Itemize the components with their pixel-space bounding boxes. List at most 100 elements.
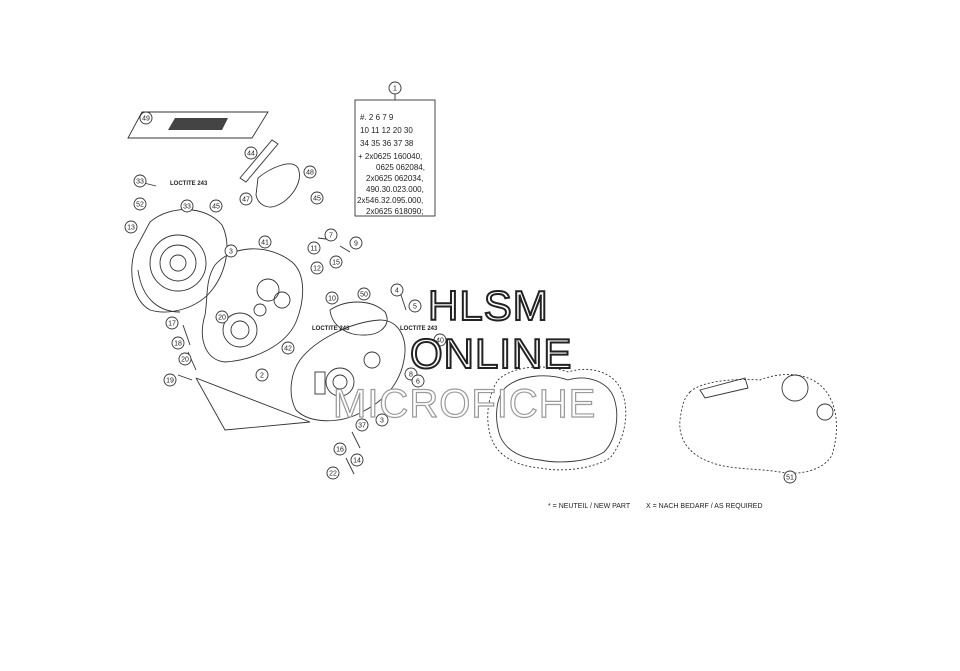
svg-text:18: 18 <box>174 341 182 348</box>
svg-text:#. 2 6 7 9: #. 2 6 7 9 <box>360 113 394 122</box>
loctite-label-3: LOCTITE 243 <box>400 326 438 332</box>
loctite-label-2: LOCTITE 243 <box>312 326 350 332</box>
svg-text:14: 14 <box>353 458 361 465</box>
callout: 16 <box>333 442 347 456</box>
svg-text:10 11 12 20 30: 10 11 12 20 30 <box>360 126 413 135</box>
svg-text:52: 52 <box>136 202 144 209</box>
svg-text:20: 20 <box>181 357 189 364</box>
left-crankcase-half <box>201 248 304 363</box>
svg-text:6: 6 <box>416 379 420 386</box>
gasket-kit-box <box>354 88 436 217</box>
watermark-line-1: HLSM <box>427 281 549 330</box>
gasket-kit-text: #. 2 6 7 9 10 11 12 20 30 34 35 36 37 38… <box>357 113 425 216</box>
callout: 4 <box>390 283 404 297</box>
callout: 10 <box>325 291 339 305</box>
watermark-line-2: ONLINE <box>409 329 573 378</box>
callout: 48 <box>303 165 317 179</box>
svg-text:1: 1 <box>393 86 397 93</box>
callout: 20 <box>178 352 192 366</box>
watermark-line-3: MICROFICHE <box>332 381 597 426</box>
svg-text:7: 7 <box>329 233 333 240</box>
svg-text:2x546.32.095.000,: 2x546.32.095.000, <box>357 196 423 205</box>
callout: 13 <box>124 220 138 234</box>
svg-text:3: 3 <box>380 418 384 425</box>
part-callouts: 33 52 33 49 13 45 3 41 44 48 47 45 7 11 … <box>124 111 797 484</box>
svg-text:2x0625 618090;: 2x0625 618090; <box>366 207 423 216</box>
svg-text:17: 17 <box>168 321 176 328</box>
right-gasket <box>679 374 837 474</box>
bracket-part <box>239 139 300 208</box>
callout: 49 <box>139 111 153 125</box>
svg-text:33: 33 <box>136 179 144 186</box>
svg-text:41: 41 <box>261 240 269 247</box>
callout: 51 <box>783 470 797 484</box>
svg-text:44: 44 <box>247 151 255 158</box>
callout: 14 <box>350 453 364 467</box>
callout: 37 <box>355 418 369 432</box>
svg-text:15: 15 <box>332 260 340 267</box>
svg-text:2: 2 <box>260 373 264 380</box>
svg-text:12: 12 <box>313 266 321 273</box>
callout: 9 <box>349 236 363 250</box>
legend-new-part: * = NEUTEIL / NEW PART <box>548 503 631 510</box>
svg-text:50: 50 <box>360 292 368 299</box>
bolts-and-fasteners <box>139 181 407 475</box>
callout: 3 <box>375 413 389 427</box>
svg-text:10: 10 <box>328 296 336 303</box>
svg-text:5: 5 <box>413 304 417 311</box>
svg-text:47: 47 <box>242 197 250 204</box>
svg-text:49: 49 <box>142 116 150 123</box>
callout: 12 <box>310 261 324 275</box>
callout: 2 <box>255 368 269 382</box>
svg-text:2x0625 062034,: 2x0625 062034, <box>366 174 423 183</box>
gasket-kit-sheet <box>127 111 269 139</box>
svg-text:0625 062084,: 0625 062084, <box>376 163 425 172</box>
callout: 47 <box>239 192 253 206</box>
svg-text:34 35 36 37 38: 34 35 36 37 38 <box>360 139 414 148</box>
callout: 42 <box>281 341 295 355</box>
svg-text:9: 9 <box>354 241 358 248</box>
svg-text:33: 33 <box>183 204 191 211</box>
loctite-labels: LOCTITE 243 LOCTITE 243 LOCTITE 243 <box>170 181 438 332</box>
callout: 45 <box>310 191 324 205</box>
callout: 18 <box>171 336 185 350</box>
assembly-leader <box>195 377 311 431</box>
callout: 5 <box>408 299 422 313</box>
svg-text:490.30.023.000,: 490.30.023.000, <box>366 185 424 194</box>
svg-text:19: 19 <box>166 378 174 385</box>
kit-number-callout: 1 <box>388 81 402 95</box>
callout: 22 <box>326 466 340 480</box>
callout: 7 <box>324 228 338 242</box>
callout: 20 <box>215 310 229 324</box>
right-crankcase-half <box>290 301 406 422</box>
central-gasket <box>487 366 627 471</box>
callout: 44 <box>244 146 258 160</box>
callout: 17 <box>165 316 179 330</box>
svg-text:40: 40 <box>436 338 444 345</box>
svg-text:+ 2x0625 160040,: + 2x0625 160040, <box>358 152 422 161</box>
svg-text:45: 45 <box>212 204 220 211</box>
callout: 3 <box>224 244 238 258</box>
callout: 33 <box>133 174 147 188</box>
callout: 6 <box>411 374 425 388</box>
callout: 41 <box>258 235 272 249</box>
svg-text:51: 51 <box>786 475 794 482</box>
callout: 11 <box>307 241 321 255</box>
callout: 52 <box>133 197 147 211</box>
svg-text:13: 13 <box>127 225 135 232</box>
callout: 40 <box>433 333 447 347</box>
svg-text:16: 16 <box>336 447 344 454</box>
left-clutch-cover <box>131 209 228 313</box>
svg-text:20: 20 <box>218 315 226 322</box>
callout: 50 <box>357 287 371 301</box>
loctite-label-1: LOCTITE 243 <box>170 181 208 187</box>
svg-text:22: 22 <box>329 471 337 478</box>
callout: 15 <box>329 255 343 269</box>
svg-text:8: 8 <box>409 372 413 379</box>
svg-text:37: 37 <box>358 423 366 430</box>
callout: 19 <box>163 373 177 387</box>
svg-text:3: 3 <box>229 249 233 256</box>
svg-text:4: 4 <box>395 288 399 295</box>
svg-text:45: 45 <box>313 196 321 203</box>
